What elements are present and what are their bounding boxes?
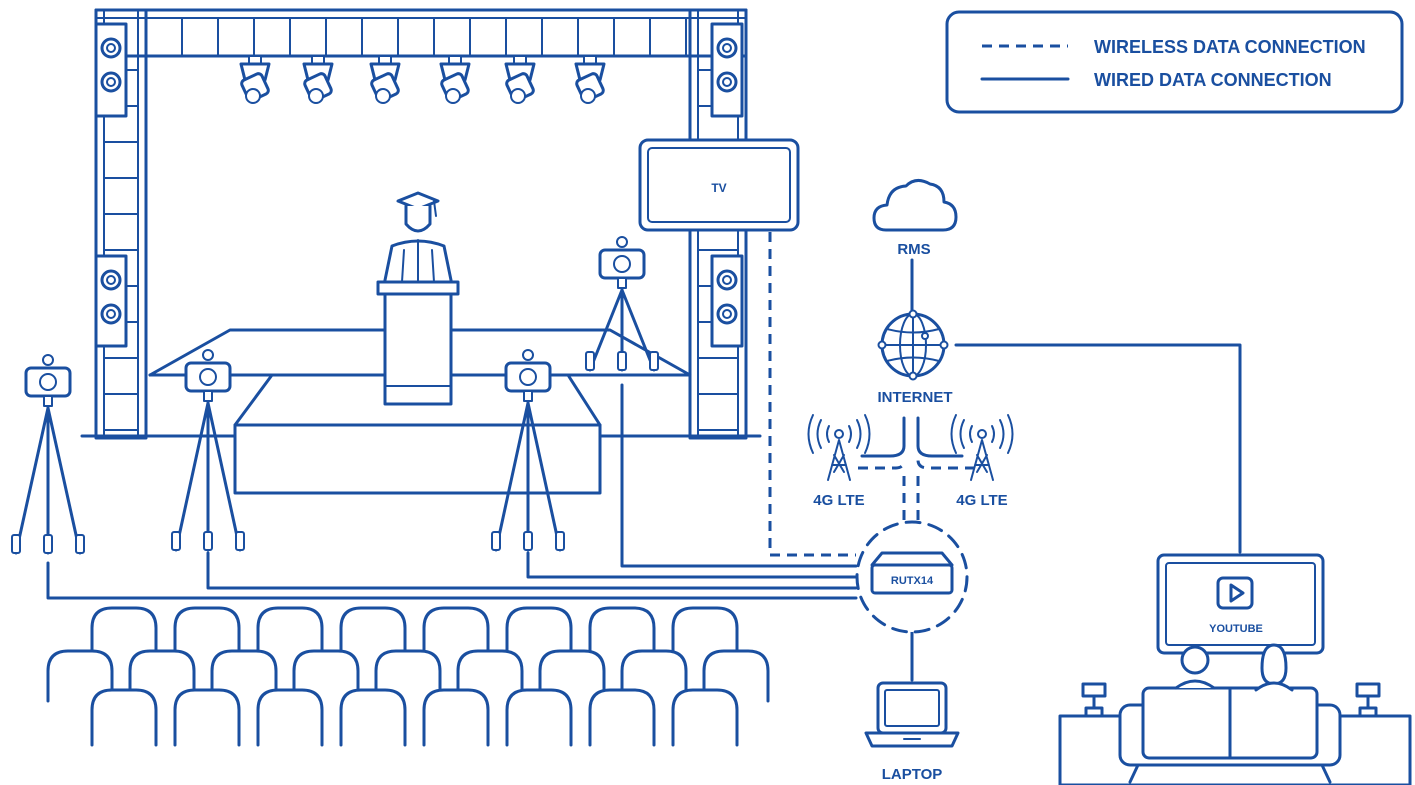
tripod-icon xyxy=(585,288,659,372)
seat-icon xyxy=(46,649,114,703)
speaker-icon xyxy=(710,254,744,348)
podium-icon xyxy=(376,280,460,406)
tripod-icon xyxy=(491,401,565,552)
seat-icon xyxy=(374,649,442,703)
stage-truss xyxy=(94,8,748,440)
seat-icon xyxy=(90,688,158,747)
living-room xyxy=(1058,643,1412,785)
seat-icon xyxy=(538,649,606,703)
seat-icon xyxy=(90,606,158,660)
seat-icon xyxy=(456,649,524,703)
antenna-tower-icon xyxy=(807,414,871,481)
seat-icon xyxy=(505,688,573,747)
cloud-icon xyxy=(872,179,958,232)
camera-icon xyxy=(598,236,646,289)
seat-icon xyxy=(505,606,573,660)
seat-icon xyxy=(210,649,278,703)
audience-seats xyxy=(46,606,770,747)
speaker-icon xyxy=(94,254,128,348)
seat-icon xyxy=(422,688,490,747)
speaker-icon xyxy=(94,22,128,118)
tv-label: TV xyxy=(711,181,726,195)
router-icon: RUTX14 xyxy=(855,520,969,634)
router-label: RUTX14 xyxy=(891,575,934,587)
stage-light-icon xyxy=(369,55,401,104)
seat-icon xyxy=(339,688,407,747)
camera-icon xyxy=(24,354,72,407)
tripod-icon xyxy=(171,401,245,552)
stage-light-icon xyxy=(239,55,271,104)
tripod-icon xyxy=(11,406,85,555)
seat-icon xyxy=(588,688,656,747)
stage-light-icon xyxy=(302,55,334,104)
lte-left-label: 4G LTE xyxy=(813,492,864,509)
stage-lights xyxy=(239,55,606,104)
cameras xyxy=(11,236,659,555)
seat-icon xyxy=(702,649,770,703)
legend: WIRELESS DATA CONNECTION WIRED DATA CONN… xyxy=(945,10,1404,114)
seat-icon xyxy=(173,606,241,660)
camera-icon xyxy=(504,349,552,402)
youtube-tv: YOUTUBE xyxy=(1156,553,1325,655)
seat-icon xyxy=(339,606,407,660)
legend-wired-label: WIRED DATA CONNECTION xyxy=(1094,70,1332,90)
legend-wireless-label: WIRELESS DATA CONNECTION xyxy=(1094,37,1366,57)
seat-icon xyxy=(422,606,490,660)
seat-icon xyxy=(256,606,324,660)
rms-label: RMS xyxy=(897,241,930,258)
laptop-icon xyxy=(864,681,960,748)
seat-icon xyxy=(620,649,688,703)
tv-screen: TV xyxy=(638,138,800,232)
stage-light-icon xyxy=(574,55,606,104)
camera-icon xyxy=(184,349,232,402)
seat-icon xyxy=(128,649,196,703)
laptop-label: LAPTOP xyxy=(882,766,943,783)
seat-icon xyxy=(256,688,324,747)
graduate-speaker-icon xyxy=(382,191,454,287)
speaker-icon xyxy=(710,22,744,118)
seat-icon xyxy=(671,606,739,660)
internet-label: INTERNET xyxy=(878,389,953,406)
seat-icon xyxy=(292,649,360,703)
seat-icon xyxy=(671,688,739,747)
lamp-icon xyxy=(1081,682,1107,718)
lte-right-label: 4G LTE xyxy=(956,492,1007,509)
play-icon xyxy=(1216,576,1254,610)
seat-icon xyxy=(588,606,656,660)
stage-light-icon xyxy=(439,55,471,104)
youtube-label: YOUTUBE xyxy=(1209,623,1263,635)
seat-icon xyxy=(173,688,241,747)
lamp-icon xyxy=(1355,682,1381,718)
connections xyxy=(46,232,1242,682)
stage-light-icon xyxy=(504,55,536,104)
antenna-tower-icon xyxy=(950,414,1014,481)
globe-icon xyxy=(877,309,949,381)
